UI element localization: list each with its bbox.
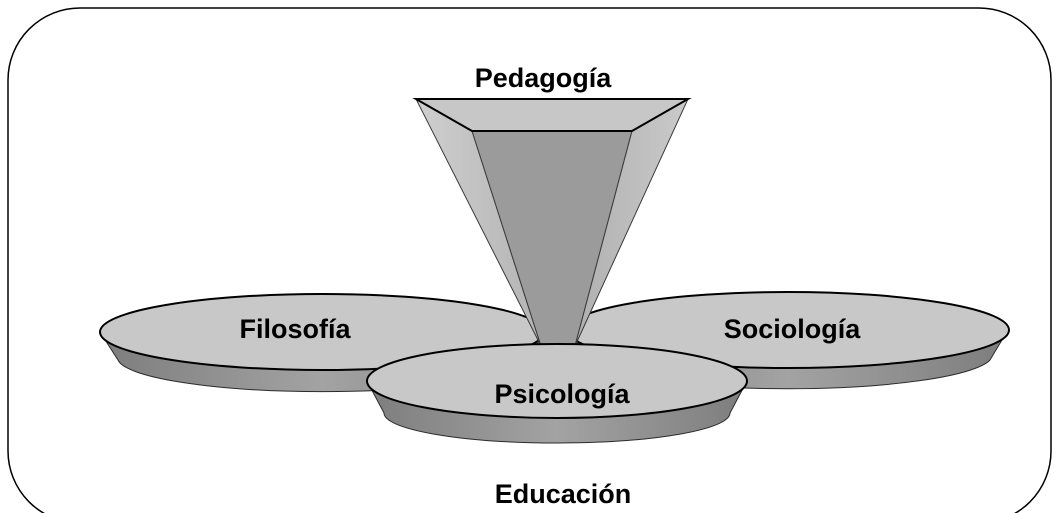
funnel-top-face [412, 98, 692, 132]
label-psicologia: Psicología [494, 379, 630, 409]
label-educacion: Educación [495, 479, 632, 509]
funnel-pedagogia [412, 97, 692, 347]
disc-psicologia-top [366, 343, 748, 419]
label-filosofia: Filosofía [239, 314, 351, 344]
disc-psicologia [366, 343, 748, 444]
label-sociologia: Sociología [724, 314, 862, 344]
label-pedagogia: Pedagogía [475, 63, 613, 93]
disc-sociologia [566, 291, 1010, 390]
